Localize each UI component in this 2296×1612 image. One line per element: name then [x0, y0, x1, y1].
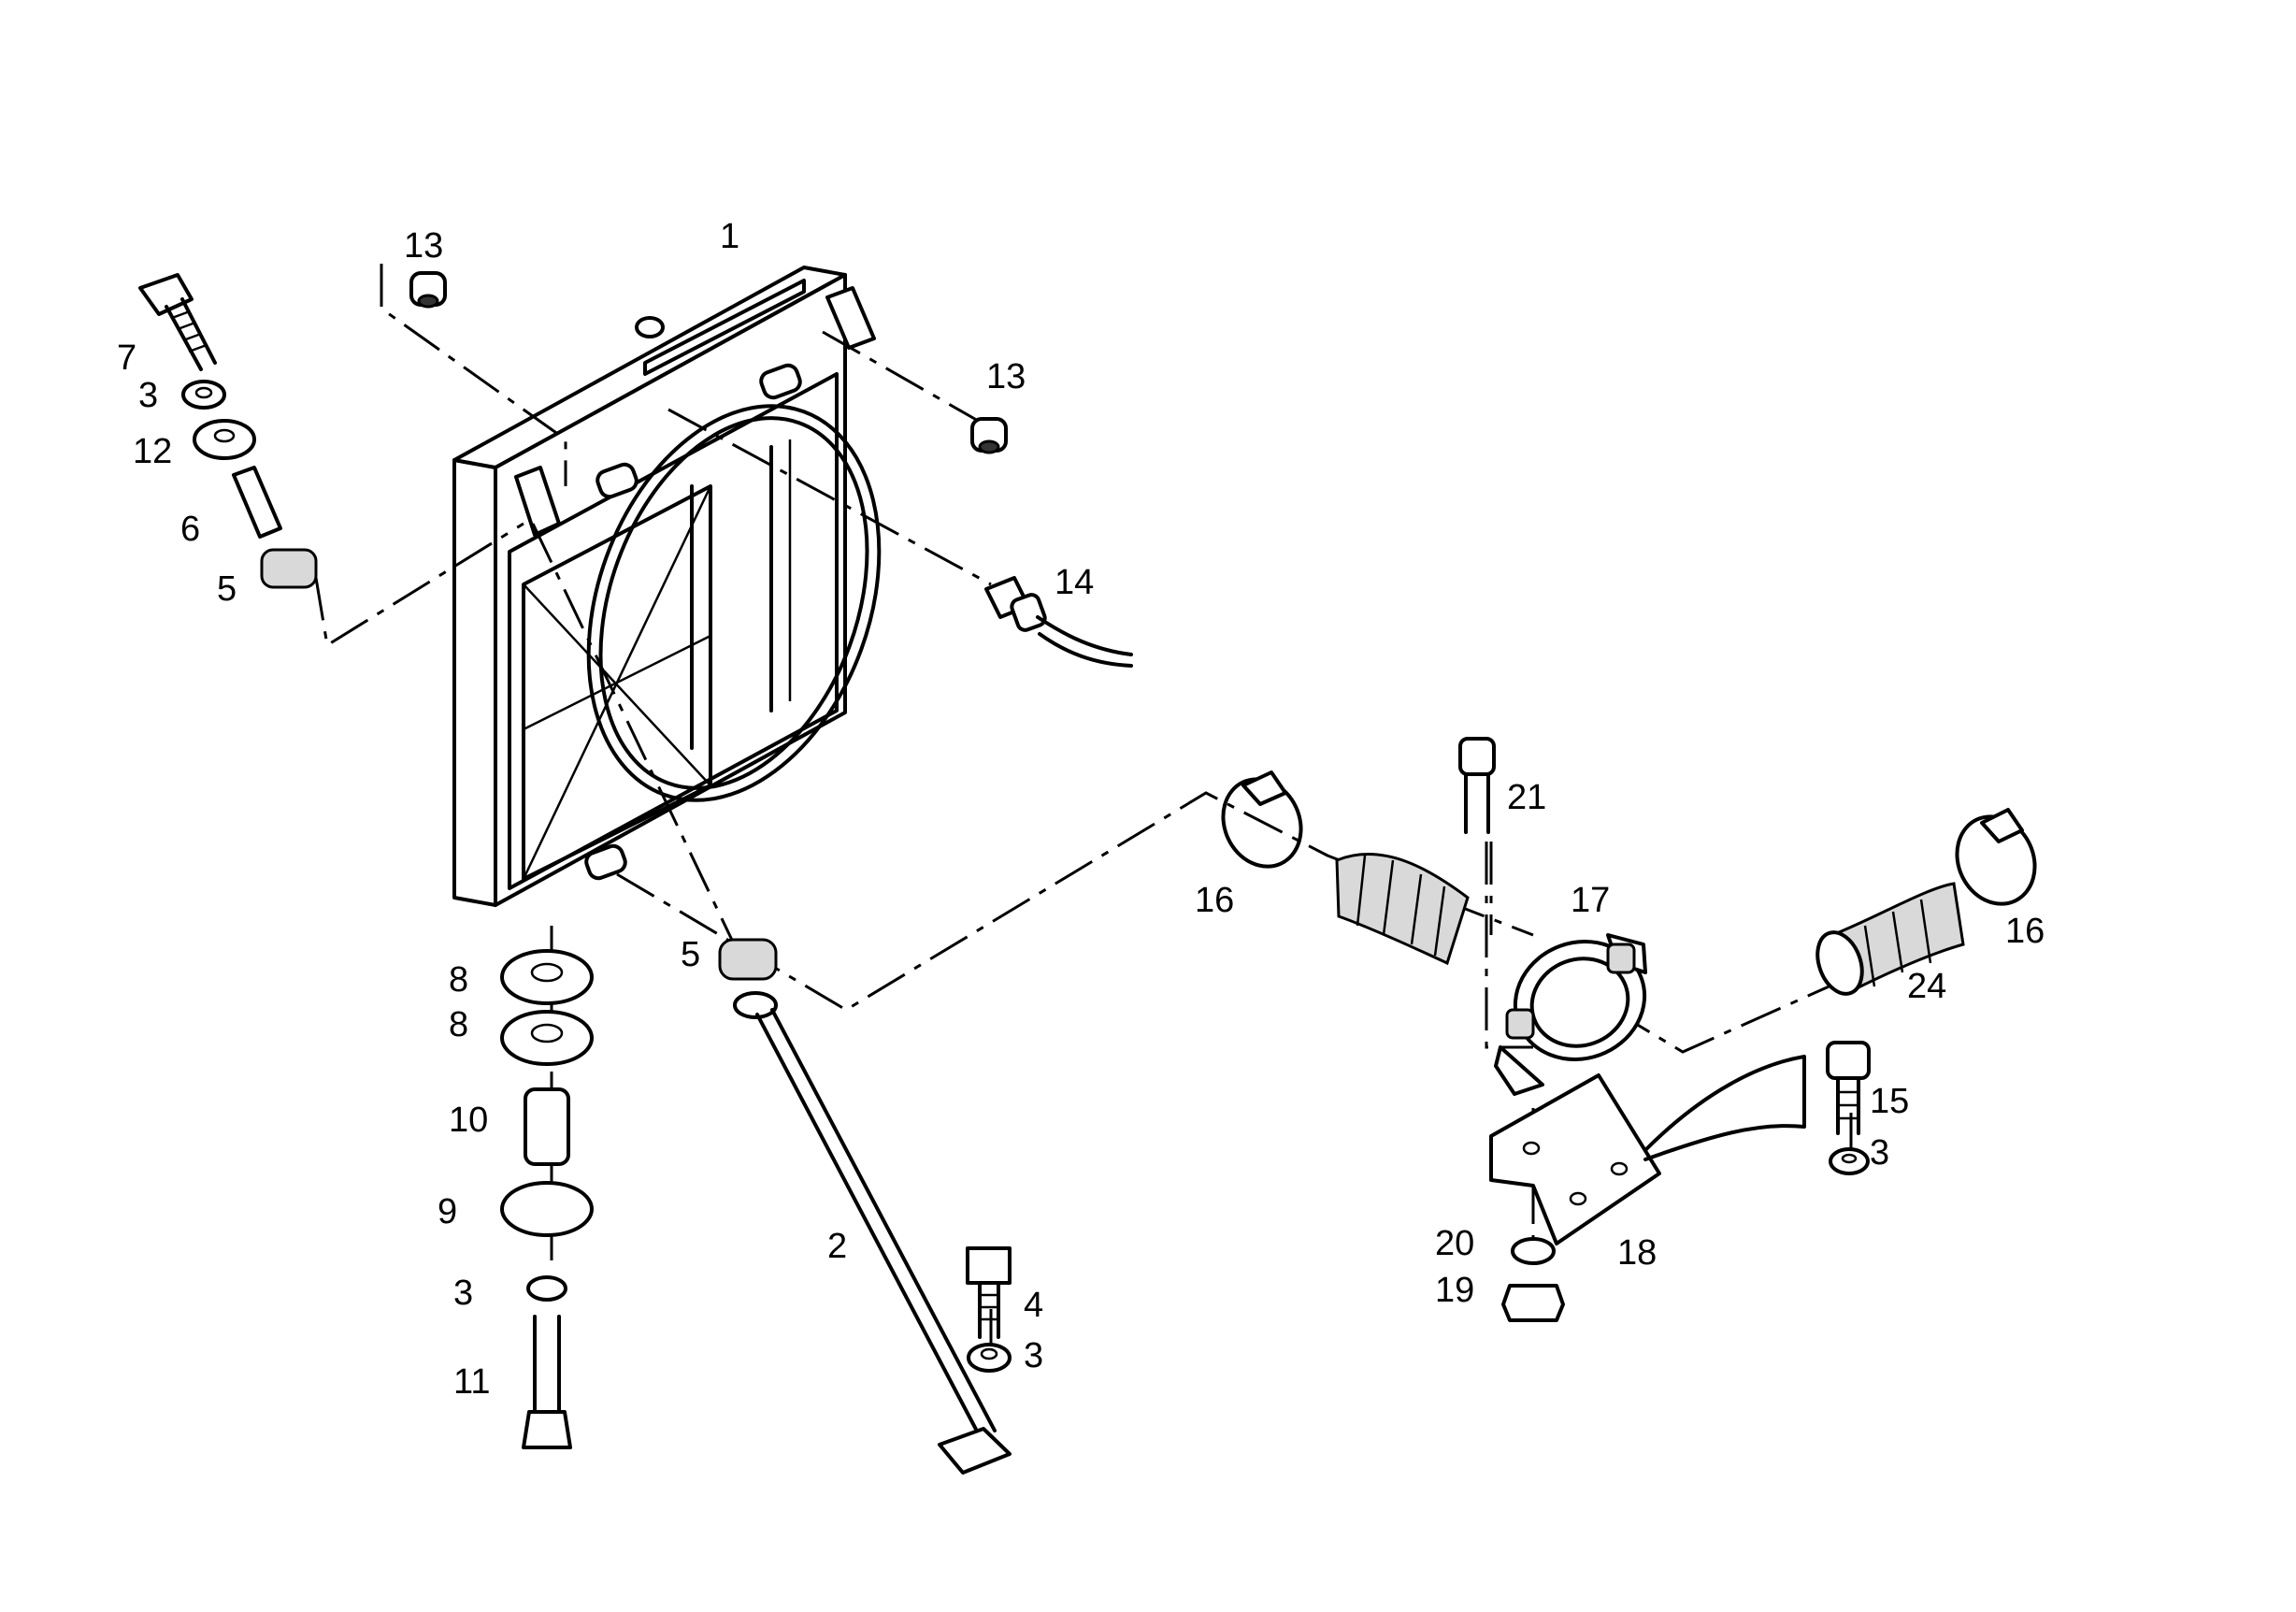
hose-assembly — [1221, 737, 2037, 1322]
radiator-frame — [452, 266, 882, 907]
label-part-4: 4 — [1024, 1286, 1043, 1325]
label-part-13-right: 13 — [986, 357, 1026, 396]
label-part-12: 12 — [133, 432, 172, 471]
label-part-8-lower: 8 — [449, 1005, 468, 1044]
stay-rod-2 — [718, 938, 1012, 1475]
label-part-16-left: 16 — [1195, 881, 1234, 920]
label-part-18: 18 — [1617, 1233, 1657, 1273]
label-part-14: 14 — [1055, 563, 1094, 602]
label-part-1: 1 — [720, 217, 739, 256]
lower-mount-stack — [500, 949, 594, 1449]
label-part-9: 9 — [438, 1192, 457, 1231]
label-part-3-right: 3 — [1870, 1133, 1889, 1173]
label-part-10: 10 — [449, 1101, 488, 1140]
label-part-19: 19 — [1435, 1271, 1474, 1310]
label-part-24: 24 — [1907, 967, 1946, 1006]
left-top-fasteners — [138, 273, 318, 589]
label-part-2: 2 — [827, 1227, 847, 1266]
label-part-16-right: 16 — [2005, 912, 2045, 951]
label-part-13-top: 13 — [404, 226, 443, 266]
label-part-5-center: 5 — [681, 935, 700, 974]
sensor-14 — [984, 576, 1133, 668]
label-part-20: 20 — [1435, 1224, 1474, 1263]
screws-13 — [409, 271, 1008, 454]
label-part-5-left: 5 — [217, 569, 237, 609]
label-part-15: 15 — [1870, 1082, 1909, 1121]
part-labels: 1 13 13 7 3 12 6 5 14 21 16 17 16 24 8 8… — [117, 217, 2045, 1402]
label-part-3-top: 3 — [138, 376, 158, 415]
label-part-7: 7 — [117, 338, 136, 378]
label-part-3-center: 3 — [1024, 1336, 1043, 1375]
label-part-3-lower-left: 3 — [453, 1274, 473, 1313]
label-part-6: 6 — [180, 510, 200, 549]
label-part-21: 21 — [1507, 778, 1546, 817]
label-part-8-upper: 8 — [449, 960, 468, 1000]
label-part-11: 11 — [453, 1362, 490, 1402]
label-part-17: 17 — [1571, 881, 1610, 920]
